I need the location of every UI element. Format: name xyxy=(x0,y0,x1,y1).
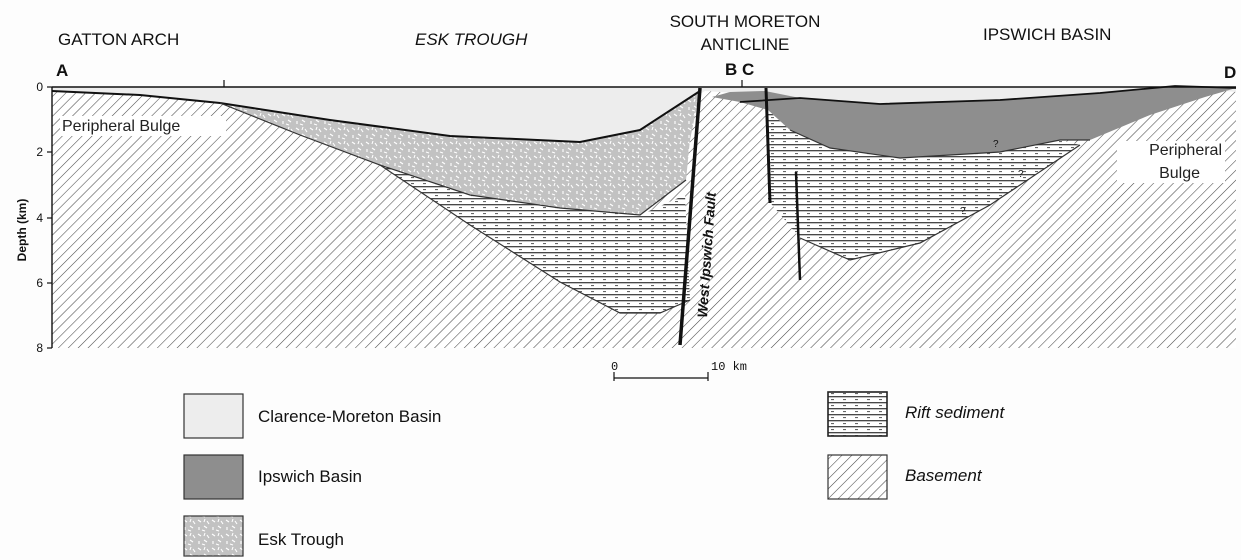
fault-secondary xyxy=(794,171,802,281)
ipswich-top-contact xyxy=(739,85,1237,105)
uncertain-contact-mark-1: ? xyxy=(993,139,999,150)
depth-tick-label-8: 8 xyxy=(36,341,43,355)
depth-tick-label-4: 4 xyxy=(36,211,43,225)
esk-rift-base-contact xyxy=(379,164,691,314)
depth-tick-label-2: 2 xyxy=(36,145,43,159)
legend-swatch-esk-trough xyxy=(183,515,244,557)
ipswich-rift-sediment-unit xyxy=(768,110,1080,260)
scale-bar-end-label: 10 km xyxy=(711,360,747,374)
legend-label-rift-sediment: Rift sediment xyxy=(905,403,1005,422)
peripheral-bulge-left-backdrop xyxy=(60,116,226,136)
region-label-gatton-arch: GATTON ARCH xyxy=(58,30,179,49)
region-label-south-moreton-line2: ANTICLINE xyxy=(701,35,790,54)
ipswich-basin-unit xyxy=(712,86,1236,158)
esk-top-contact xyxy=(51,90,701,144)
section-point-d: D xyxy=(1224,63,1236,82)
legend-swatch-ipswich-basin xyxy=(183,454,244,500)
ipswich-base-contact xyxy=(789,129,1090,159)
region-label-south-moreton-line1: SOUTH MORETON xyxy=(670,12,821,31)
legend-swatch-rift-sediment xyxy=(827,391,888,437)
peripheral-bulge-right-backdrop xyxy=(1117,141,1225,183)
depth-tick-label-6: 6 xyxy=(36,276,43,290)
west-ipswich-fault xyxy=(678,87,702,346)
peripheral-bulge-right-line1: Peripheral xyxy=(1149,142,1222,159)
legend: Clarence-Moreton Basin Ipswich Basin Esk… xyxy=(183,391,1005,557)
ipswich-rift-base-contact xyxy=(799,144,1081,261)
esk-base-contact xyxy=(219,102,687,216)
uncertain-contact-mark-2: ? xyxy=(1018,169,1024,180)
legend-swatch-clarence-moreton xyxy=(183,393,244,439)
scale-bar-start-label: 0 xyxy=(611,360,618,374)
clarence-moreton-basin-unit xyxy=(52,86,1236,142)
legend-label-clarence-moreton: Clarence-Moreton Basin xyxy=(258,407,441,426)
peripheral-bulge-right-line2: Bulge xyxy=(1159,165,1200,182)
section-point-a: A xyxy=(56,61,68,80)
legend-label-ipswich-basin: Ipswich Basin xyxy=(258,467,362,486)
depth-axis-label: Depth (km) xyxy=(15,199,29,262)
legend-label-basement: Basement xyxy=(905,466,983,485)
uncertain-contact-mark-3: ? xyxy=(960,206,966,217)
esk-rift-sediment-unit xyxy=(380,165,690,313)
region-label-esk-trough: ESK TROUGH xyxy=(415,30,528,49)
region-label-ipswich-basin: IPSWICH BASIN xyxy=(983,25,1111,44)
legend-label-esk-trough: Esk Trough xyxy=(258,530,344,549)
depth-tick-label-0: 0 xyxy=(36,80,43,94)
fault-c xyxy=(764,87,772,204)
peripheral-bulge-left-label: Peripheral Bulge xyxy=(62,118,180,135)
section-point-bc: B C xyxy=(725,60,754,79)
legend-swatch-basement xyxy=(827,454,888,500)
